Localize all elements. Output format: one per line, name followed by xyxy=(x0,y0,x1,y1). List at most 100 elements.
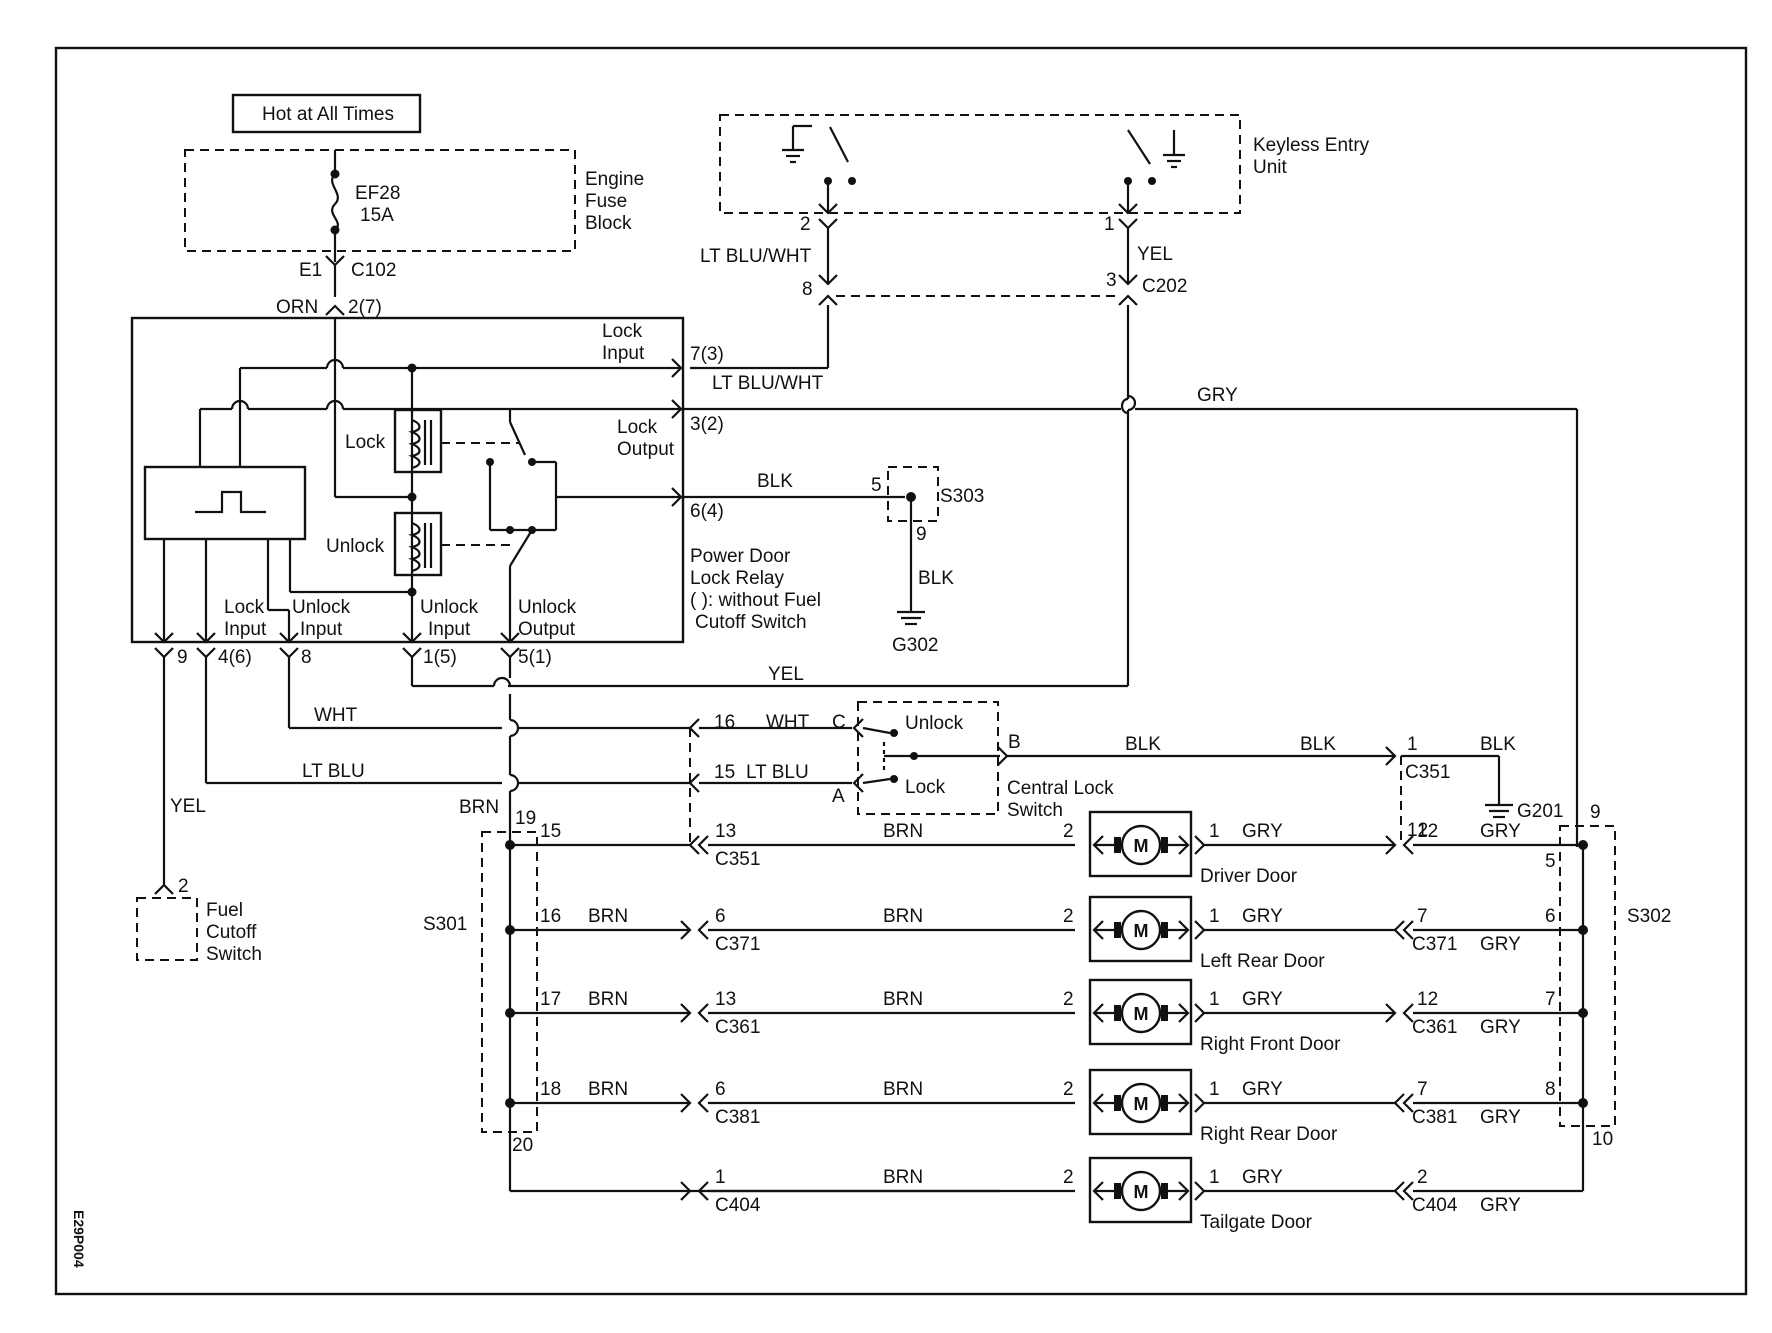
relay-pin-9: 9 xyxy=(177,647,188,668)
relay-lock-input-bottom-1: Lock xyxy=(224,597,265,618)
gry-wire-label: GRY xyxy=(1242,1079,1283,1100)
right-connector-symbol-b xyxy=(1402,835,1414,855)
left-connector-symbol xyxy=(680,1093,692,1113)
s301-pin-19: 19 xyxy=(515,808,536,829)
motor-brush-right xyxy=(1161,1005,1168,1021)
s303-label: S303 xyxy=(940,486,984,507)
door-motor-box xyxy=(1088,1068,1193,1136)
cls-lock: Lock xyxy=(905,777,946,798)
motor-pin-left: 2 xyxy=(1063,989,1074,1010)
motor-conn-right xyxy=(1194,835,1206,855)
splice-s302: S302 9 10 xyxy=(1559,802,1671,1191)
middle-wiring: YEL WHT LT BLU YEL BRN xyxy=(162,657,804,1191)
fuse-ef28-symbol xyxy=(331,173,339,231)
motor-pin-right: 1 xyxy=(1209,821,1220,842)
motor-pin-left: 2 xyxy=(1063,906,1074,927)
left-connector-name: C351 xyxy=(715,849,760,870)
hot-at-all-times-label: Hot at All Times xyxy=(262,104,394,125)
door-name-label: Right Rear Door xyxy=(1200,1124,1338,1145)
door-motor-box xyxy=(1088,978,1193,1046)
fuse-rating: 15A xyxy=(360,205,394,226)
relay-label-2: Lock Relay xyxy=(690,568,784,589)
left-connector-name: C371 xyxy=(715,934,760,955)
cls-pin-c: C xyxy=(832,712,846,733)
ground-s303: 5 S303 9 BLK G302 xyxy=(871,466,984,656)
pulse-symbol xyxy=(195,490,266,514)
s302-label: S302 xyxy=(1627,906,1671,927)
relay-unlock-output-2: Output xyxy=(518,619,576,640)
keyless-entry-label-2: Unit xyxy=(1253,157,1288,178)
s302-row-pin: 6 xyxy=(1545,906,1556,927)
brn-wire-left-label: BRN xyxy=(588,1079,628,1100)
right-connector-symbol-b xyxy=(1402,1181,1414,1201)
relay-lock-output-label-2: Output xyxy=(617,439,675,460)
left-connector-symbol xyxy=(680,1181,692,1201)
timer-module xyxy=(143,465,307,541)
relay-pin-4-6: 4(6) xyxy=(218,647,252,668)
relay-unlock-input-mid-1: Unlock xyxy=(420,597,479,618)
outer-frame xyxy=(54,46,1748,1296)
door-motor-box xyxy=(1088,1156,1193,1224)
motor-brush-left xyxy=(1114,1095,1121,1111)
left-connector-name: C381 xyxy=(715,1107,760,1128)
brn-wire-mid-label: BRN xyxy=(883,1079,923,1100)
door-motor-box xyxy=(1088,895,1193,963)
motor-conn-right xyxy=(1194,1181,1206,1201)
right-connector-symbol xyxy=(1393,1181,1405,1201)
motor-brush-left xyxy=(1114,1183,1121,1199)
motor-letter: M xyxy=(1134,1094,1149,1114)
motor-icon xyxy=(1120,909,1162,951)
gry-wire-label: GRY xyxy=(1242,1167,1283,1188)
splice-dot-s302 xyxy=(1578,925,1588,935)
power-door-lock-relay: Power Door Lock Relay ( ): without Fuel … xyxy=(130,316,1579,847)
brn-wire-mid-label: BRN xyxy=(883,989,923,1010)
fuel-switch-label-3: Switch xyxy=(206,944,262,965)
c351-wire-blk: BLK xyxy=(1480,734,1516,755)
gry-wire-right-label: GRY xyxy=(1480,1195,1521,1216)
right-connector-pin: 7 xyxy=(1417,906,1428,927)
motor-brush-left xyxy=(1114,1005,1121,1021)
right-connector-pin: 7 xyxy=(1417,1079,1428,1100)
s302-row-pin: 5 xyxy=(1545,851,1556,872)
s302-pin-9: 9 xyxy=(1590,802,1601,823)
gry-crossover xyxy=(1120,397,1129,415)
brn-wire-mid-label: BRN xyxy=(883,821,923,842)
lock-coil-label: Lock xyxy=(345,432,386,453)
cls-wire-blk-1: BLK xyxy=(1125,734,1161,755)
fuel-switch-label-1: Fuel xyxy=(206,900,243,921)
left-connector-symbol-b xyxy=(697,1003,709,1023)
gry-wire-label: GRY xyxy=(1242,906,1283,927)
motor-icon xyxy=(1120,1082,1162,1124)
left-connector-pin: 13 xyxy=(715,989,736,1010)
figure-code: E29P004 xyxy=(71,1210,87,1268)
splice-dot-s302 xyxy=(1578,1098,1588,1108)
s301-box xyxy=(481,831,538,1133)
cls-wire-16: WHT xyxy=(766,712,810,733)
motor-icon xyxy=(1120,1170,1162,1212)
relay-unlock-output-1: Unlock xyxy=(518,597,577,618)
motor-brush-left xyxy=(1114,922,1121,938)
s301-row-pin: 18 xyxy=(540,1079,561,1100)
s302-row-pin: 8 xyxy=(1545,1079,1556,1100)
left-connector-symbol-b xyxy=(697,835,709,855)
motor-letter: M xyxy=(1134,1004,1149,1024)
gry-wire-label: GRY xyxy=(1242,989,1283,1010)
fuse-id: EF28 xyxy=(355,183,400,204)
keyless-pin-1: 1 xyxy=(1104,214,1115,235)
relay-lock-input-bottom-2: Input xyxy=(224,619,267,640)
gry-wire-right-label: GRY xyxy=(1480,821,1521,842)
relay-lock-input-label-2: Input xyxy=(602,343,645,364)
gry-wire-right-label: GRY xyxy=(1480,1107,1521,1128)
motor-pin-left: 2 xyxy=(1063,1079,1074,1100)
motor-pin-left: 2 xyxy=(1063,1167,1074,1188)
connector-c102: C102 xyxy=(351,260,396,281)
wire-yel-mid: YEL xyxy=(768,664,804,685)
motor-letter: M xyxy=(1134,1182,1149,1202)
s302-box xyxy=(1559,825,1616,1127)
cls-unlock: Unlock xyxy=(905,713,964,734)
pin-e1: E1 xyxy=(299,260,322,281)
relay-pin-3-2: 3(2) xyxy=(690,414,724,435)
right-connector-symbol xyxy=(1393,1093,1405,1113)
